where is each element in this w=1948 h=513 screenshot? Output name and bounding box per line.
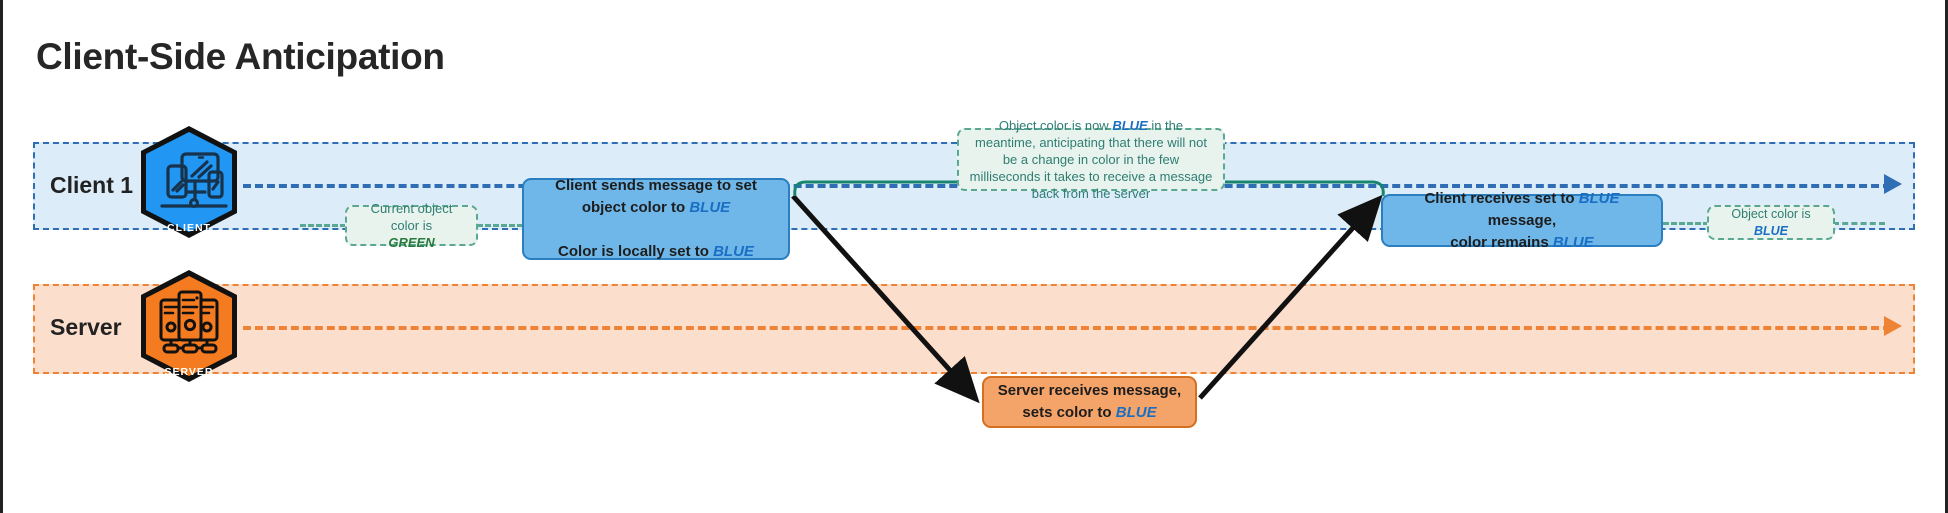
server-actor-icon: SERVER: [137, 268, 241, 384]
process-client-send-line2: Color is locally set to: [558, 243, 714, 260]
process-client-recv-line1a: Client receives set to: [1424, 189, 1579, 207]
process-client-receive[interactable]: Client receives set to BLUE message, col…: [1381, 190, 1663, 251]
note-final-color: Object color is BLUE: [1707, 205, 1835, 240]
note-anticipation-keyword: BLUE: [1112, 118, 1148, 133]
leader-line-c: [1663, 222, 1709, 225]
process-client-recv-line1b: message,: [1487, 211, 1557, 229]
process-client-recv-keyword1: BLUE: [1578, 189, 1620, 207]
note-anticipation: Object color is now BLUE in the meantime…: [957, 118, 1225, 201]
note-final-text: Object color is: [1731, 206, 1811, 221]
lane-label-server: Server: [50, 314, 122, 340]
note-final-keyword: BLUE: [1753, 223, 1789, 238]
note-anticipation-part1: Object color is now: [998, 118, 1113, 133]
note-initial-text: Current object color is: [370, 201, 453, 233]
process-server-line2: sets color to: [1022, 404, 1116, 421]
server-icon-caption: SERVER: [164, 366, 214, 378]
note-initial-color: Current object color is GREEN: [345, 201, 478, 250]
client-actor-icon: CLIENT: [137, 124, 241, 240]
server-rack-icon: [141, 270, 237, 382]
note-initial-keyword: GREEN: [388, 235, 435, 250]
process-client-send-line1-keyword: BLUE: [689, 199, 731, 216]
process-client-recv-line2: color remains: [1450, 233, 1553, 251]
page-title: Client-Side Anticipation: [36, 36, 445, 77]
server-timeline-arrow-icon: [1884, 316, 1902, 336]
process-client-send-line1: Client sends message to set object color…: [555, 177, 757, 216]
process-client-send[interactable]: Client sends message to set object color…: [522, 177, 790, 260]
leader-line-b: [477, 224, 523, 227]
process-client-recv-keyword2: BLUE: [1552, 233, 1594, 251]
server-timeline: [243, 326, 1891, 330]
client-timeline-arrow-icon: [1884, 174, 1902, 194]
leader-line-d: [1833, 222, 1885, 225]
process-server-line2-keyword: BLUE: [1115, 404, 1157, 421]
left-border-rule: [0, 0, 3, 513]
client-icon-caption: CLIENT: [167, 222, 211, 234]
process-client-send-line2-keyword: BLUE: [713, 243, 754, 260]
leader-line-a: [300, 224, 346, 227]
client-devices-icon: [141, 126, 237, 238]
process-server-receive[interactable]: Server receives message, sets color to B…: [982, 376, 1197, 428]
lane-label-client: Client 1: [50, 172, 134, 198]
right-border-rule: [1945, 0, 1948, 513]
note-anticipation-part2: in the meantime, anticipating that there…: [969, 118, 1213, 201]
process-server-line1: Server receives message,: [997, 382, 1182, 399]
